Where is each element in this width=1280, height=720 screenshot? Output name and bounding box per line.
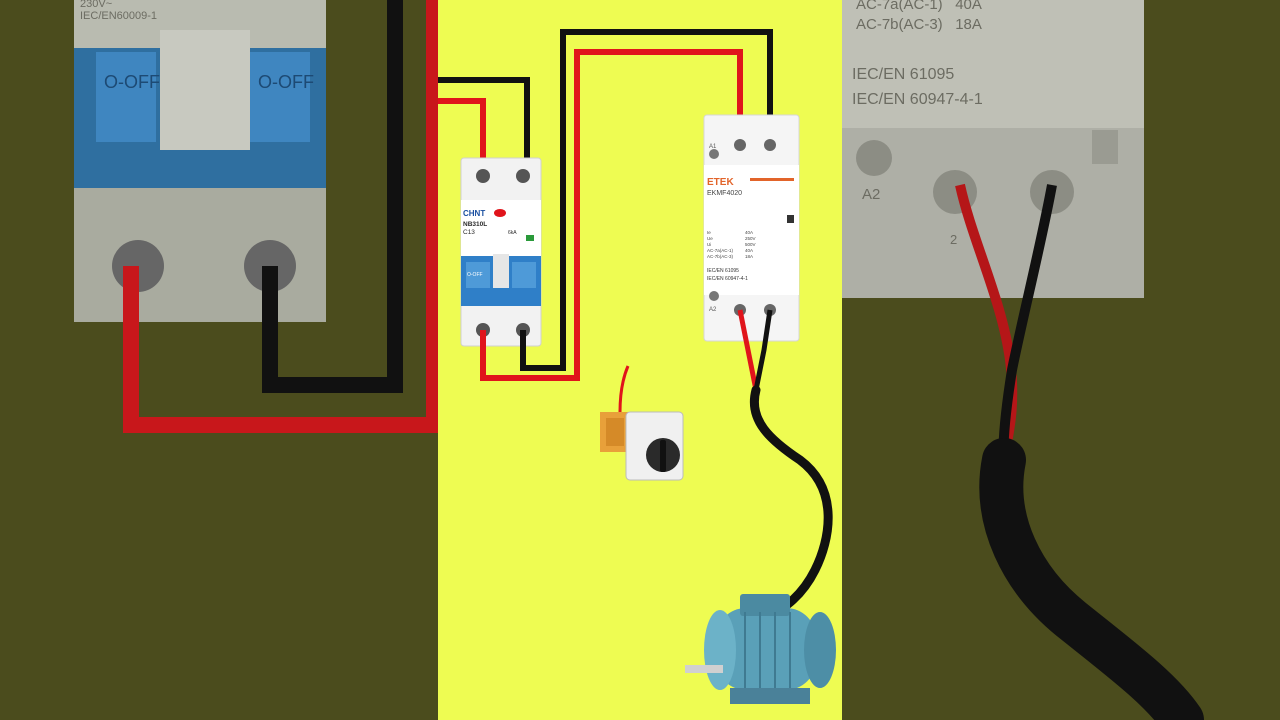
contactor-brand: ETEK — [707, 177, 734, 188]
brand-logo-icon — [494, 209, 506, 217]
indicator-icon — [787, 215, 794, 223]
zoom-toggle-left-label: O-OFF — [104, 72, 160, 92]
left-zoom-panel: 230V~ IEC/EN60009-1 O-OFF O-OFF — [0, 0, 438, 720]
terminal-screw-icon — [709, 291, 719, 301]
terminal-screw-icon — [856, 140, 892, 176]
spec-ie-value: 40A — [745, 230, 753, 235]
spec-ac1: AC-7a(AC-1) — [707, 248, 734, 253]
contactor-standard-2: IEC/EN 60947-4-1 — [707, 276, 748, 282]
motor-terminal-box — [740, 594, 790, 616]
wire-live-to-motor — [737, 309, 759, 391]
contactor-a2-label: A2 — [709, 307, 717, 313]
contactor[interactable] — [703, 114, 800, 342]
indicator-icon — [526, 235, 534, 241]
terminal-screw-icon — [764, 139, 776, 151]
wire-neutral-to-contactor — [520, 29, 773, 371]
electric-motor — [685, 594, 836, 704]
contactor-model: EKMF4020 — [707, 190, 742, 197]
zoom-toggle-right-label: O-OFF — [258, 72, 314, 92]
wire-neutral-input — [438, 77, 530, 176]
zoom-ac1-label: AC-7a(AC-1) 40A — [856, 0, 982, 13]
zoom-voltage-label: 230V~ — [80, 0, 113, 10]
spec-ue: Ue — [707, 236, 713, 241]
spec-ac3-value: 18A — [745, 254, 753, 259]
circuit-breaker[interactable] — [460, 157, 542, 347]
zoom-standard-2: IEC/EN 60947-4-1 — [852, 91, 983, 108]
wire-live-to-contactor — [480, 49, 743, 381]
contactor-standard-1: IEC/EN 61095 — [707, 268, 739, 274]
breaker-model: NB310L — [463, 221, 487, 228]
spec-ie: Ie — [707, 230, 711, 235]
spec-ui-value: 500V — [745, 242, 756, 247]
breaker-toggle-left[interactable] — [466, 262, 490, 288]
spec-ac1-value: 40A — [745, 248, 753, 253]
right-zoom-panel: AC-7a(AC-1) 40A AC-7b(AC-3) 18A IEC/EN 6… — [842, 0, 1280, 720]
terminal-screw-icon — [734, 139, 746, 151]
left-zoom-graphic — [74, 0, 438, 433]
breaker-brand: CHNT — [463, 209, 485, 218]
wire-live-zoom — [123, 266, 438, 433]
zoom-ac3-label: AC-7b(AC-3) 18A — [856, 16, 982, 33]
spec-ue-value: 250V — [745, 236, 756, 241]
zoom-a2-label: A2 — [862, 186, 881, 203]
right-zoom-graphic — [842, 0, 1204, 720]
rotary-switch[interactable] — [600, 365, 684, 481]
breaker-side-text: 6kA — [508, 230, 517, 236]
breaker-rating: C13 — [463, 229, 475, 236]
contactor-a1-label: A1 — [709, 144, 717, 150]
motor-shaft — [685, 665, 723, 673]
zoom-terminal-2-label: 2 — [950, 232, 958, 247]
breaker-toggle-label: O-OFF — [467, 272, 483, 278]
motor-cable — [749, 385, 833, 627]
wire-neutral-zoom — [262, 0, 403, 393]
wire-live-input — [438, 98, 486, 176]
contactor-accent-bar — [750, 178, 794, 181]
spec-ui: Ui — [707, 242, 711, 247]
spec-ac3: AC-7b(AC-3) — [707, 254, 734, 259]
zoom-standard-1: IEC/EN 61095 — [852, 66, 955, 83]
breaker-toggle-right[interactable] — [512, 262, 536, 288]
zoom-standard-label: IEC/EN60009-1 — [80, 10, 158, 22]
terminal-screw-icon — [516, 169, 530, 183]
wire-neutral-to-motor — [753, 309, 773, 391]
terminal-screw-icon — [476, 169, 490, 183]
cable-zoom — [979, 438, 1204, 720]
terminal-screw-icon — [709, 149, 719, 159]
